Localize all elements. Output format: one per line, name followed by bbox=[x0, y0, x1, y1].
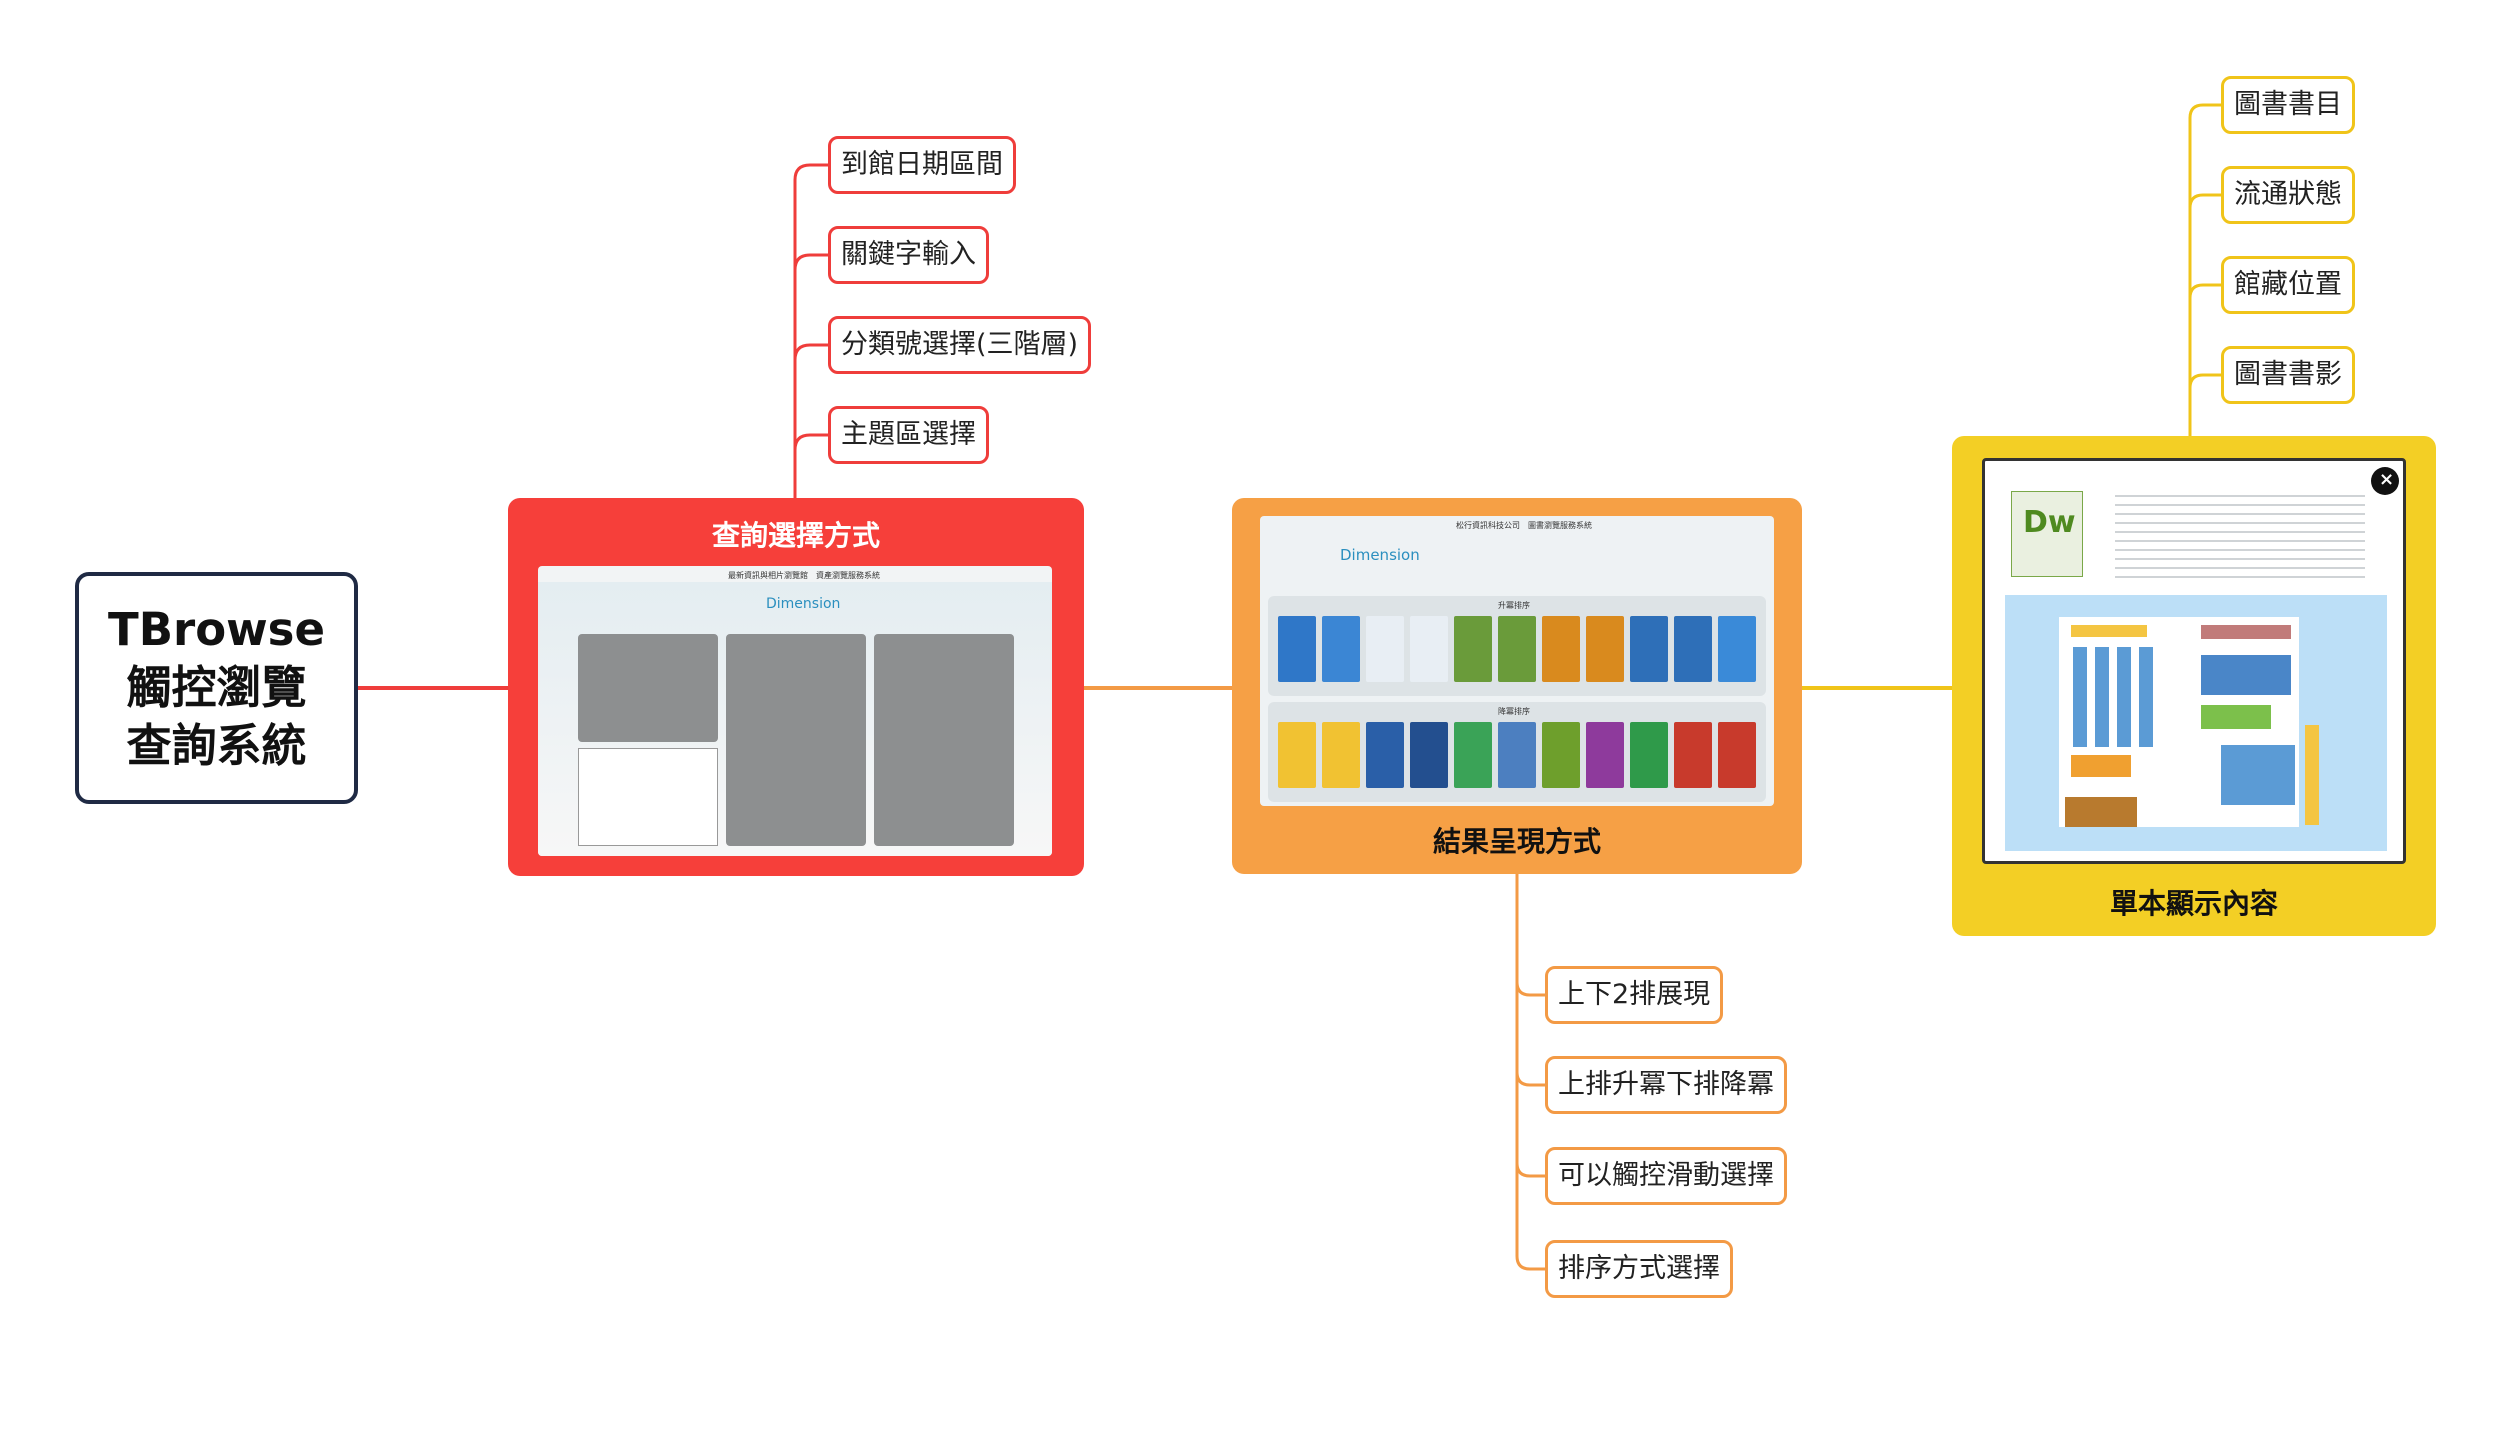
book-cover[interactable] bbox=[1410, 722, 1448, 788]
result-screenshot: 松行資訊科技公司 圖書瀏覽服務系統 Dimension 升冪排序 降冪排序 bbox=[1260, 516, 1774, 806]
bibliographic-text bbox=[2115, 495, 2365, 579]
result-leaf-touch-scroll[interactable]: 可以觸控滑動選擇 bbox=[1545, 1147, 1787, 1205]
result-row-bottom-label: 降冪排序 bbox=[1498, 707, 1530, 716]
query-panel[interactable]: 查詢選擇方式 最新資訊與相片瀏覽館 資產瀏覽服務系統 Dimension bbox=[508, 498, 1084, 876]
book-cover[interactable] bbox=[1630, 616, 1668, 682]
detail-panel[interactable]: Dw × 單本顯示內容 bbox=[1952, 436, 2436, 936]
query-screenshot-header: 最新資訊與相片瀏覽館 資產瀏覽服務系統 bbox=[728, 571, 880, 580]
root-title-line1: TBrowse bbox=[108, 603, 325, 656]
query-card-topic[interactable] bbox=[874, 634, 1014, 846]
detail-cover-text: Dw bbox=[2023, 505, 2076, 540]
book-cover[interactable] bbox=[1542, 722, 1580, 788]
query-screenshot-logo: Dimension bbox=[766, 596, 841, 612]
close-icon[interactable]: × bbox=[2379, 469, 2395, 490]
book-cover[interactable] bbox=[1630, 722, 1668, 788]
detail-leaf-cover-image[interactable]: 圖書書影 bbox=[2221, 346, 2355, 404]
book-cover[interactable] bbox=[1366, 616, 1404, 682]
result-screenshot-logo: Dimension bbox=[1340, 546, 1420, 564]
root-node[interactable]: TBrowse 觸控瀏覽 查詢系統 bbox=[75, 572, 358, 804]
query-leaf-keyword[interactable]: 關鍵字輸入 bbox=[828, 226, 989, 284]
result-leaf-two-rows[interactable]: 上下2排展現 bbox=[1545, 966, 1724, 1024]
book-cover[interactable] bbox=[1542, 616, 1580, 682]
book-cover[interactable] bbox=[1674, 616, 1712, 682]
book-cover[interactable] bbox=[1278, 616, 1316, 682]
book-cover[interactable] bbox=[1586, 722, 1624, 788]
book-cover[interactable] bbox=[1410, 616, 1448, 682]
close-button[interactable] bbox=[2371, 467, 2399, 495]
result-panel[interactable]: 松行資訊科技公司 圖書瀏覽服務系統 Dimension 升冪排序 降冪排序 結果… bbox=[1232, 498, 1802, 874]
root-title-line2: 觸控瀏覽 bbox=[126, 661, 307, 714]
result-panel-title: 結果呈現方式 bbox=[1432, 825, 1601, 858]
book-cover[interactable] bbox=[1454, 722, 1492, 788]
book-cover[interactable] bbox=[1366, 722, 1404, 788]
book-cover[interactable] bbox=[1586, 616, 1624, 682]
detail-leaf-location[interactable]: 館藏位置 bbox=[2221, 256, 2355, 314]
result-screenshot-header: 松行資訊科技公司 圖書瀏覽服務系統 bbox=[1456, 521, 1592, 530]
detail-panel-title: 單本顯示內容 bbox=[2109, 887, 2278, 920]
result-leaf-sort-order[interactable]: 上排升冪下排降冪 bbox=[1545, 1056, 1787, 1114]
book-cover[interactable] bbox=[1322, 616, 1360, 682]
book-cover[interactable] bbox=[1498, 616, 1536, 682]
book-cover[interactable] bbox=[1322, 722, 1360, 788]
book-cover[interactable] bbox=[1718, 722, 1756, 788]
detail-leaf-circulation[interactable]: 流通狀態 bbox=[2221, 166, 2355, 224]
query-leaf-classification[interactable]: 分類號選擇(三階層) bbox=[828, 316, 1092, 374]
floor-map bbox=[2005, 595, 2387, 851]
book-cover[interactable] bbox=[1674, 722, 1712, 788]
query-card-new[interactable] bbox=[578, 634, 718, 742]
detail-screenshot: Dw × bbox=[1982, 458, 2406, 864]
query-screenshot: 最新資訊與相片瀏覽館 資產瀏覽服務系統 Dimension bbox=[538, 566, 1052, 856]
book-cover[interactable] bbox=[1498, 722, 1536, 788]
detail-cover bbox=[2011, 491, 2083, 577]
query-card-class[interactable] bbox=[726, 634, 866, 846]
query-panel-title: 查詢選擇方式 bbox=[711, 519, 880, 552]
book-cover[interactable] bbox=[1454, 616, 1492, 682]
result-leaf-sort-method[interactable]: 排序方式選擇 bbox=[1545, 1240, 1733, 1298]
query-card-keyword[interactable] bbox=[578, 748, 718, 846]
book-cover[interactable] bbox=[1718, 616, 1756, 682]
result-row-top-label: 升冪排序 bbox=[1498, 601, 1530, 610]
root-title-line3: 查詢系統 bbox=[126, 719, 307, 772]
detail-leaf-bibliography[interactable]: 圖書書目 bbox=[2221, 76, 2355, 134]
book-cover[interactable] bbox=[1278, 722, 1316, 788]
query-leaf-date-range[interactable]: 到館日期區間 bbox=[828, 136, 1016, 194]
query-leaf-topic[interactable]: 主題區選擇 bbox=[828, 406, 989, 464]
